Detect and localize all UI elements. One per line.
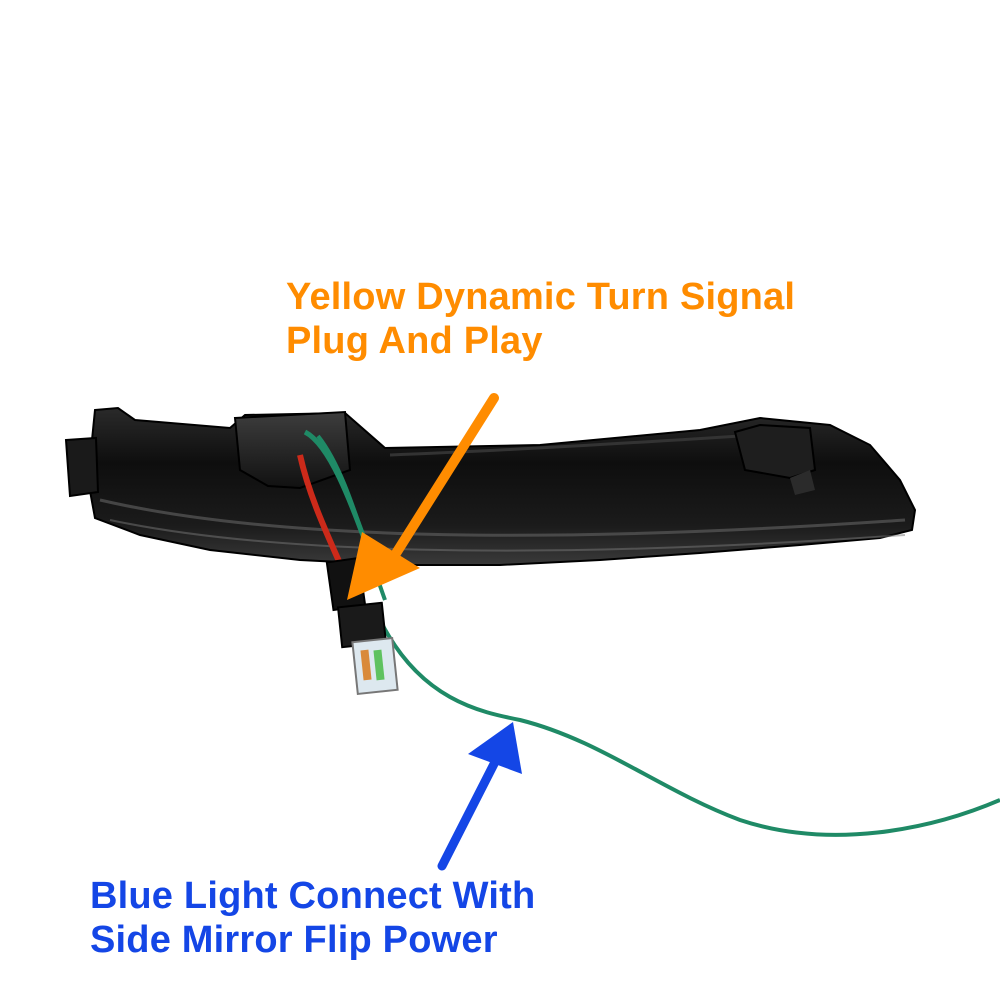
blue-arrow-icon xyxy=(437,722,522,871)
yellow-annotation-line-1: Yellow Dynamic Turn Signal xyxy=(286,276,796,318)
turn-signal-housing xyxy=(64,406,917,566)
plug-connector xyxy=(325,556,399,696)
blue-light-annotation: Blue Light Connect With Side Mirror Flip… xyxy=(90,874,535,962)
yellow-annotation-line-2: Plug And Play xyxy=(286,320,543,362)
blue-annotation-line-2: Side Mirror Flip Power xyxy=(90,919,498,961)
yellow-turn-signal-annotation: Yellow Dynamic Turn Signal Plug And Play xyxy=(286,275,795,363)
blue-annotation-line-1: Blue Light Connect With xyxy=(90,875,536,917)
orange-arrow-icon xyxy=(347,393,499,600)
